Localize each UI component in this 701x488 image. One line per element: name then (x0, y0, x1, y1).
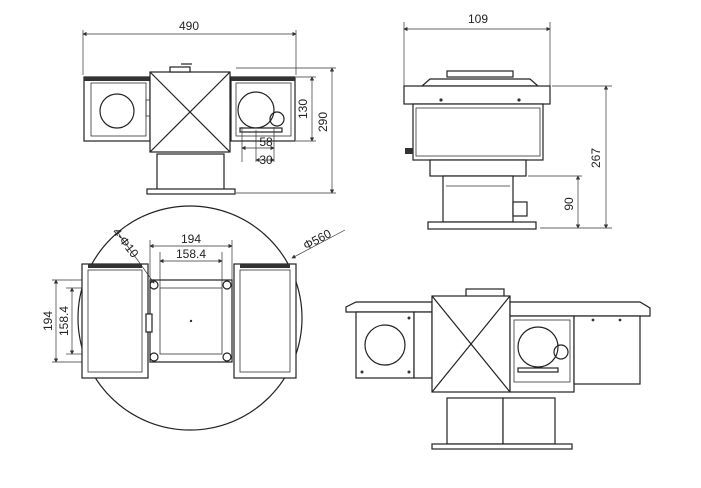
dimension-label-158-h: 158.4 (176, 247, 206, 261)
circle-callout: Φ560 (291, 226, 346, 259)
dimension-130: 130 (296, 76, 316, 142)
dimension-194-horizontal: 194 158.4 (149, 232, 233, 288)
dimension-label-130: 130 (296, 99, 310, 119)
dimension-label-490: 490 (179, 19, 199, 33)
dimension-194-vertical: 194 158.4 (41, 279, 82, 363)
side-view: 109 267 90 (403, 12, 612, 230)
dimension-290: 290 (236, 67, 336, 194)
persp-right-lens-small (553, 344, 569, 360)
persp-left-lens (364, 324, 406, 366)
left-lens (99, 93, 135, 129)
rotation-circle (77, 205, 303, 431)
side-visor (403, 85, 551, 105)
dimension-label-194-v: 194 (41, 311, 55, 331)
top-center-body (149, 279, 233, 363)
dimension-90: 90 (528, 175, 582, 229)
dimension-label-560: Φ560 (301, 226, 334, 252)
top-left-housing (81, 263, 149, 379)
dimension-label-267: 267 (589, 148, 603, 168)
persp-right-housing (509, 315, 575, 393)
dimension-490: 490 (82, 19, 297, 75)
persp-base-right (502, 397, 556, 445)
dimension-label-158-v: 158.4 (57, 306, 71, 336)
front-base-plate (146, 188, 236, 195)
dimension-label-194-h: 194 (181, 232, 201, 246)
persp-right-lens-large (517, 326, 559, 368)
dimension-109: 109 (403, 12, 551, 86)
top-view: 194 158.4 194 158.4 4-Φ10 Φ560 (41, 205, 346, 431)
dimension-label-30: 30 (259, 153, 273, 167)
persp-base-left (446, 397, 504, 445)
dimension-label-290: 290 (316, 112, 330, 132)
dimension-label-holes: 4-Φ10 (110, 225, 142, 260)
dimension-label-58: 58 (259, 135, 273, 149)
persp-right-side (573, 315, 641, 385)
side-base (442, 175, 514, 223)
front-view: 490 130 (82, 19, 336, 195)
side-base-plate (427, 221, 537, 230)
left-housing-visor (84, 77, 150, 81)
dimension-267: 267 (540, 85, 612, 229)
front-base (156, 153, 225, 191)
perspective-view (345, 288, 651, 450)
persp-left-housing (355, 311, 415, 379)
top-right-housing (233, 263, 297, 379)
persp-base-plate (431, 443, 573, 450)
top-bracket (169, 66, 191, 73)
side-top-cap (420, 78, 540, 87)
dimension-58-30: 58 30 (241, 127, 275, 167)
right-lens-small (269, 111, 285, 127)
dimension-label-109: 109 (468, 12, 488, 26)
left-housing (83, 76, 151, 142)
dimension-label-90: 90 (562, 197, 576, 211)
side-body (412, 103, 544, 161)
